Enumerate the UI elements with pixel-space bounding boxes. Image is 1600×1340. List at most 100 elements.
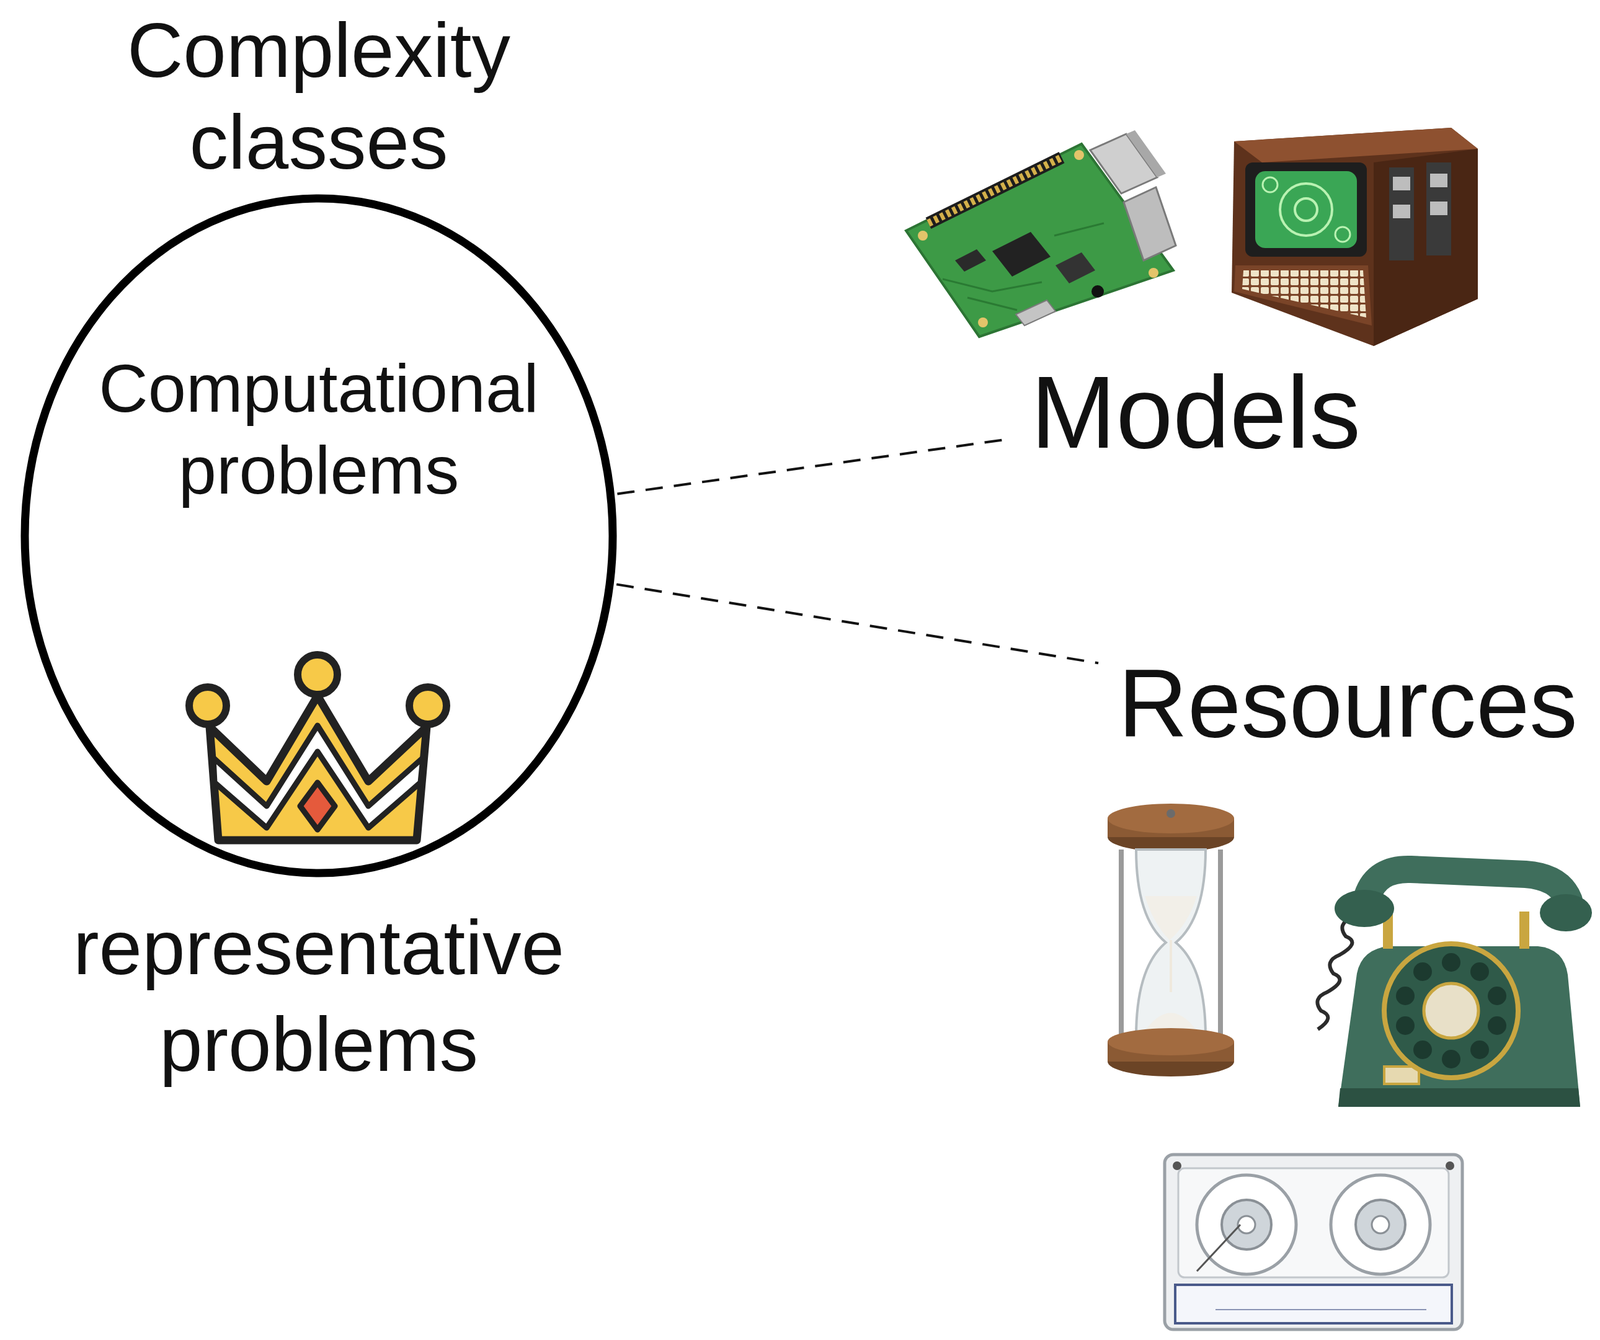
cassette-illustration-part <box>1196 1175 1297 1275</box>
vintage-computer-illustration-part <box>1335 226 1351 242</box>
crown-icon-part <box>409 687 447 725</box>
hourglass-illustration-part <box>1136 849 1206 1037</box>
vintage-computer-illustration-part <box>1430 201 1448 216</box>
crown-icon <box>189 654 447 841</box>
circuit-board-illustration-part <box>992 231 1051 277</box>
vintage-computer-illustration-part <box>1234 265 1372 326</box>
cassette-illustration-part <box>1178 1168 1449 1278</box>
circuit-board-illustration-part <box>977 317 988 328</box>
cassette-illustration-part <box>1196 1224 1241 1272</box>
vintage-computer-illustration-part <box>1262 177 1278 193</box>
rotary-phone-illustration-part <box>1519 911 1530 949</box>
rotary-phone-illustration-part-part <box>1413 1040 1432 1060</box>
circuit-board-illustration-part <box>917 230 928 241</box>
cassette-illustration-part <box>1215 1309 1427 1311</box>
circuit-board-illustration-part <box>928 157 1062 224</box>
dashed-connector <box>617 439 1011 495</box>
circuit-board-illustration-part <box>1090 133 1158 194</box>
crown-icon-part <box>300 782 335 830</box>
hourglass-illustration-part <box>1166 809 1176 818</box>
hourglass-illustration-part <box>1217 849 1223 1037</box>
hourglass-illustration-part <box>1107 822 1235 853</box>
class-heading: Complexity classes <box>70 4 567 188</box>
vintage-computer-illustration-part <box>1255 171 1357 249</box>
cassette-illustration-part <box>1445 1161 1455 1171</box>
circuit-board-illustration-part <box>1074 150 1085 160</box>
vintage-computer-illustration-part <box>1426 162 1452 256</box>
cassette-illustration <box>1164 1154 1463 1330</box>
cassette-illustration-part <box>1221 1200 1272 1250</box>
vintage-computer-illustration-part <box>1430 173 1448 188</box>
cassette-illustration-part <box>1164 1154 1463 1330</box>
vintage-computer-illustration-part <box>1242 270 1367 318</box>
class-body-text: Computational problems <box>76 347 561 512</box>
cassette-illustration-part <box>1371 1216 1390 1234</box>
node-label: Models <box>1030 354 1361 472</box>
cassette-illustration-part <box>1175 1284 1452 1324</box>
vintage-computer-illustration-part <box>1392 204 1411 219</box>
rotary-phone-illustration-part <box>1395 953 1507 1069</box>
crown-icon-part <box>213 725 423 828</box>
rotary-phone-illustration-part-part <box>1487 1016 1507 1036</box>
vintage-computer-illustration-part <box>1234 127 1478 163</box>
circuit-board-illustration-part <box>1148 267 1159 278</box>
ellipse-outline-shape <box>24 198 613 874</box>
rotary-phone-illustration-part-part <box>1395 986 1415 1006</box>
hourglass-illustration-part <box>1107 1041 1235 1062</box>
rotary-phone-illustration-part <box>1338 1088 1581 1107</box>
circuit-board-illustration-part <box>906 143 1174 337</box>
crown-icon-part <box>297 654 338 695</box>
circuit-board-illustration-part <box>928 157 1062 224</box>
rotary-phone-illustration-part-part <box>1395 1016 1415 1036</box>
hourglass-illustration-part <box>1107 818 1235 838</box>
rotary-phone-illustration-part <box>1539 894 1592 932</box>
rotary-phone-illustration-part <box>1317 917 1352 1030</box>
crown-icon-part <box>209 695 427 841</box>
circuit-board-illustration-part <box>1123 187 1176 261</box>
ellipse-outline <box>20 194 618 878</box>
crown-icon-part <box>189 687 227 725</box>
rotary-phone-illustration-part-part <box>1470 962 1489 982</box>
vintage-computer-illustration-part <box>1245 162 1367 257</box>
rotary-phone-illustration-part-part <box>1470 1040 1489 1060</box>
circuit-board-illustration-part <box>1091 285 1104 298</box>
vintage-computer-illustration-part <box>1231 127 1478 347</box>
vintage-computer-illustration-part <box>1294 198 1318 221</box>
rotary-phone-illustration-part-part <box>1441 1049 1461 1069</box>
circuit-board-illustration <box>906 130 1176 337</box>
vintage-computer-illustration-part <box>1373 148 1478 347</box>
rotary-phone-illustration-part-part <box>1413 962 1432 982</box>
rotary-phone-illustration-part <box>1423 983 1479 1039</box>
rotary-phone-illustration-part-part <box>1487 986 1507 1006</box>
hourglass-illustration <box>1107 803 1235 1077</box>
circuit-board-illustration-part <box>1126 130 1166 178</box>
models-label-node: Models <box>1014 345 1377 481</box>
vintage-computer-illustration-part <box>1389 167 1414 261</box>
rotary-phone-illustration-part <box>1384 1066 1419 1085</box>
cassette-illustration-part <box>1330 1175 1431 1275</box>
hourglass-illustration-part <box>1169 940 1173 993</box>
circuit-board-illustration-part <box>1015 300 1056 326</box>
cassette-illustration-part <box>1355 1200 1406 1250</box>
cassette-illustration-part <box>1237 1216 1256 1234</box>
hourglass-illustration-part <box>1107 1046 1235 1077</box>
circuit-board-illustration-part <box>1055 252 1096 284</box>
rotary-phone-illustration-part-part <box>1441 953 1461 972</box>
rotary-phone-illustration-part <box>1338 946 1581 1107</box>
rotary-phone-illustration-part <box>1334 889 1395 928</box>
rotary-phone-illustration-part <box>1384 943 1519 1078</box>
circuit-board-illustration-part <box>942 223 1104 311</box>
crown-caption: representative problems <box>39 899 598 1093</box>
rotary-phone-illustration-part <box>1367 869 1569 901</box>
hourglass-illustration-part <box>1107 1028 1235 1056</box>
rotary-phone-illustration-part <box>1382 911 1393 949</box>
rotary-phone-illustration <box>1317 869 1592 1107</box>
vintage-computer-illustration-part <box>1280 183 1333 236</box>
node-label: Resources <box>1118 648 1578 760</box>
class-ellipse: Complexity classesComputational problems… <box>20 194 618 878</box>
resources-label-node: Resources <box>1102 640 1594 768</box>
hourglass-illustration-part <box>1144 896 1197 941</box>
vintage-computer-illustration-part <box>1392 176 1411 191</box>
